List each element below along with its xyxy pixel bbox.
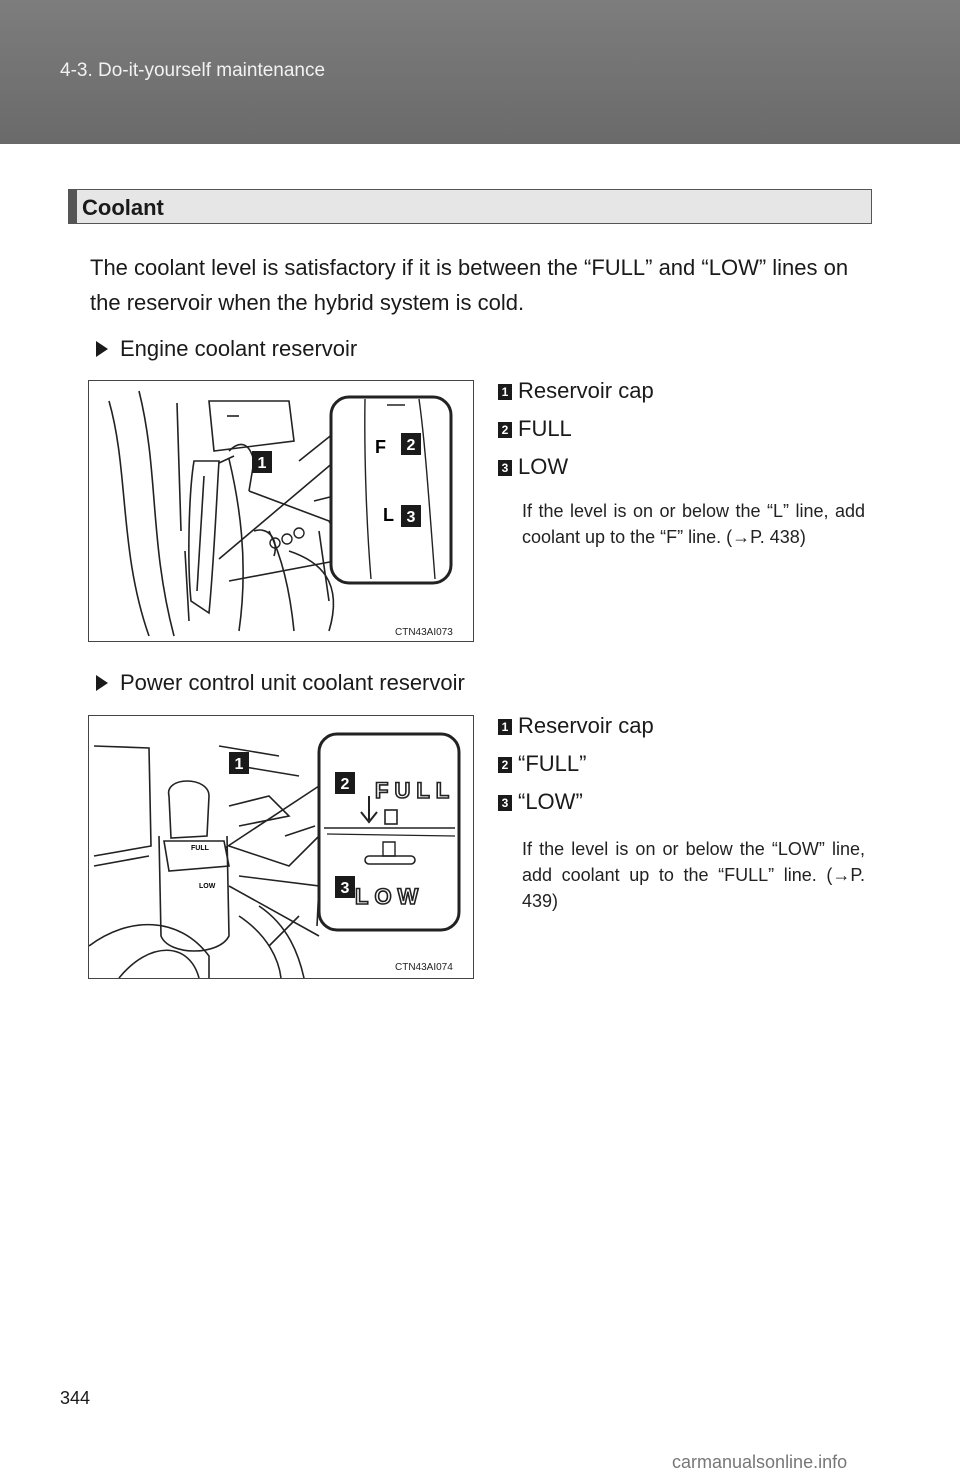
- figure-code: CTN43AI074: [395, 962, 453, 973]
- reservoir-low-mark: LOW: [199, 883, 216, 890]
- pcu-reservoir-illustration: FULL LOW FULL LOW 1 2 3: [89, 732, 461, 978]
- gauge-full-mark: F: [375, 437, 386, 457]
- pcu-reservoir-note: If the level is on or below the “LOW” li…: [522, 839, 865, 911]
- callout-2: 2: [341, 776, 350, 793]
- section-intro: The coolant level is satisfactory if it …: [90, 255, 849, 315]
- engine-reservoir-note: If the level is on or below the “L” line…: [522, 501, 865, 547]
- bullet-arrow-icon: [96, 341, 108, 357]
- section-title: Coolant: [82, 195, 164, 220]
- legend-number-badge: 3: [498, 460, 512, 476]
- figure-code: CTN43AI073: [395, 627, 453, 638]
- chapter-title: 4-3. Do-it-yourself maintenance: [60, 60, 326, 81]
- section-heading-bar: [68, 189, 872, 224]
- engine-reservoir-heading: Engine coolant reservoir: [96, 336, 357, 362]
- callout-3: 3: [407, 509, 416, 526]
- page-header: 4-3. Do-it-yourself maintenance: [0, 0, 960, 144]
- pcu-reservoir-figure: FULL LOW FULL LOW 1 2 3 CTN43AI074: [88, 715, 474, 979]
- legend-number-badge: 1: [498, 384, 512, 400]
- engine-reservoir-illustration: F L 1 2 3: [108, 390, 453, 637]
- gauge-low-mark: L: [383, 505, 394, 525]
- legend-number-badge: 2: [498, 422, 512, 438]
- watermark: carmanualsonline.info: [672, 1452, 848, 1472]
- callout-3: 3: [341, 880, 350, 897]
- gauge-low-mark: LOW: [355, 884, 424, 909]
- callout-1: 1: [235, 756, 244, 773]
- callout-1: 1: [258, 455, 267, 472]
- callout-2: 2: [407, 437, 416, 454]
- gauge-full-mark: FULL: [375, 778, 455, 803]
- legend-item-full: 2“FULL”: [498, 751, 586, 777]
- legend-item-low: 3“LOW”: [498, 789, 583, 815]
- reservoir-full-mark: FULL: [191, 845, 210, 852]
- legend-number-badge: 2: [498, 757, 512, 773]
- section-heading-tab: [69, 190, 77, 223]
- legend-number-badge: 3: [498, 795, 512, 811]
- engine-reservoir-figure: F L 1 2 3 CTN43AI073: [88, 380, 474, 642]
- bullet-arrow-icon: [96, 675, 108, 691]
- legend-number-badge: 1: [498, 719, 512, 735]
- page-number: 344: [60, 1388, 91, 1408]
- pcu-reservoir-heading: Power control unit coolant reservoir: [96, 670, 465, 696]
